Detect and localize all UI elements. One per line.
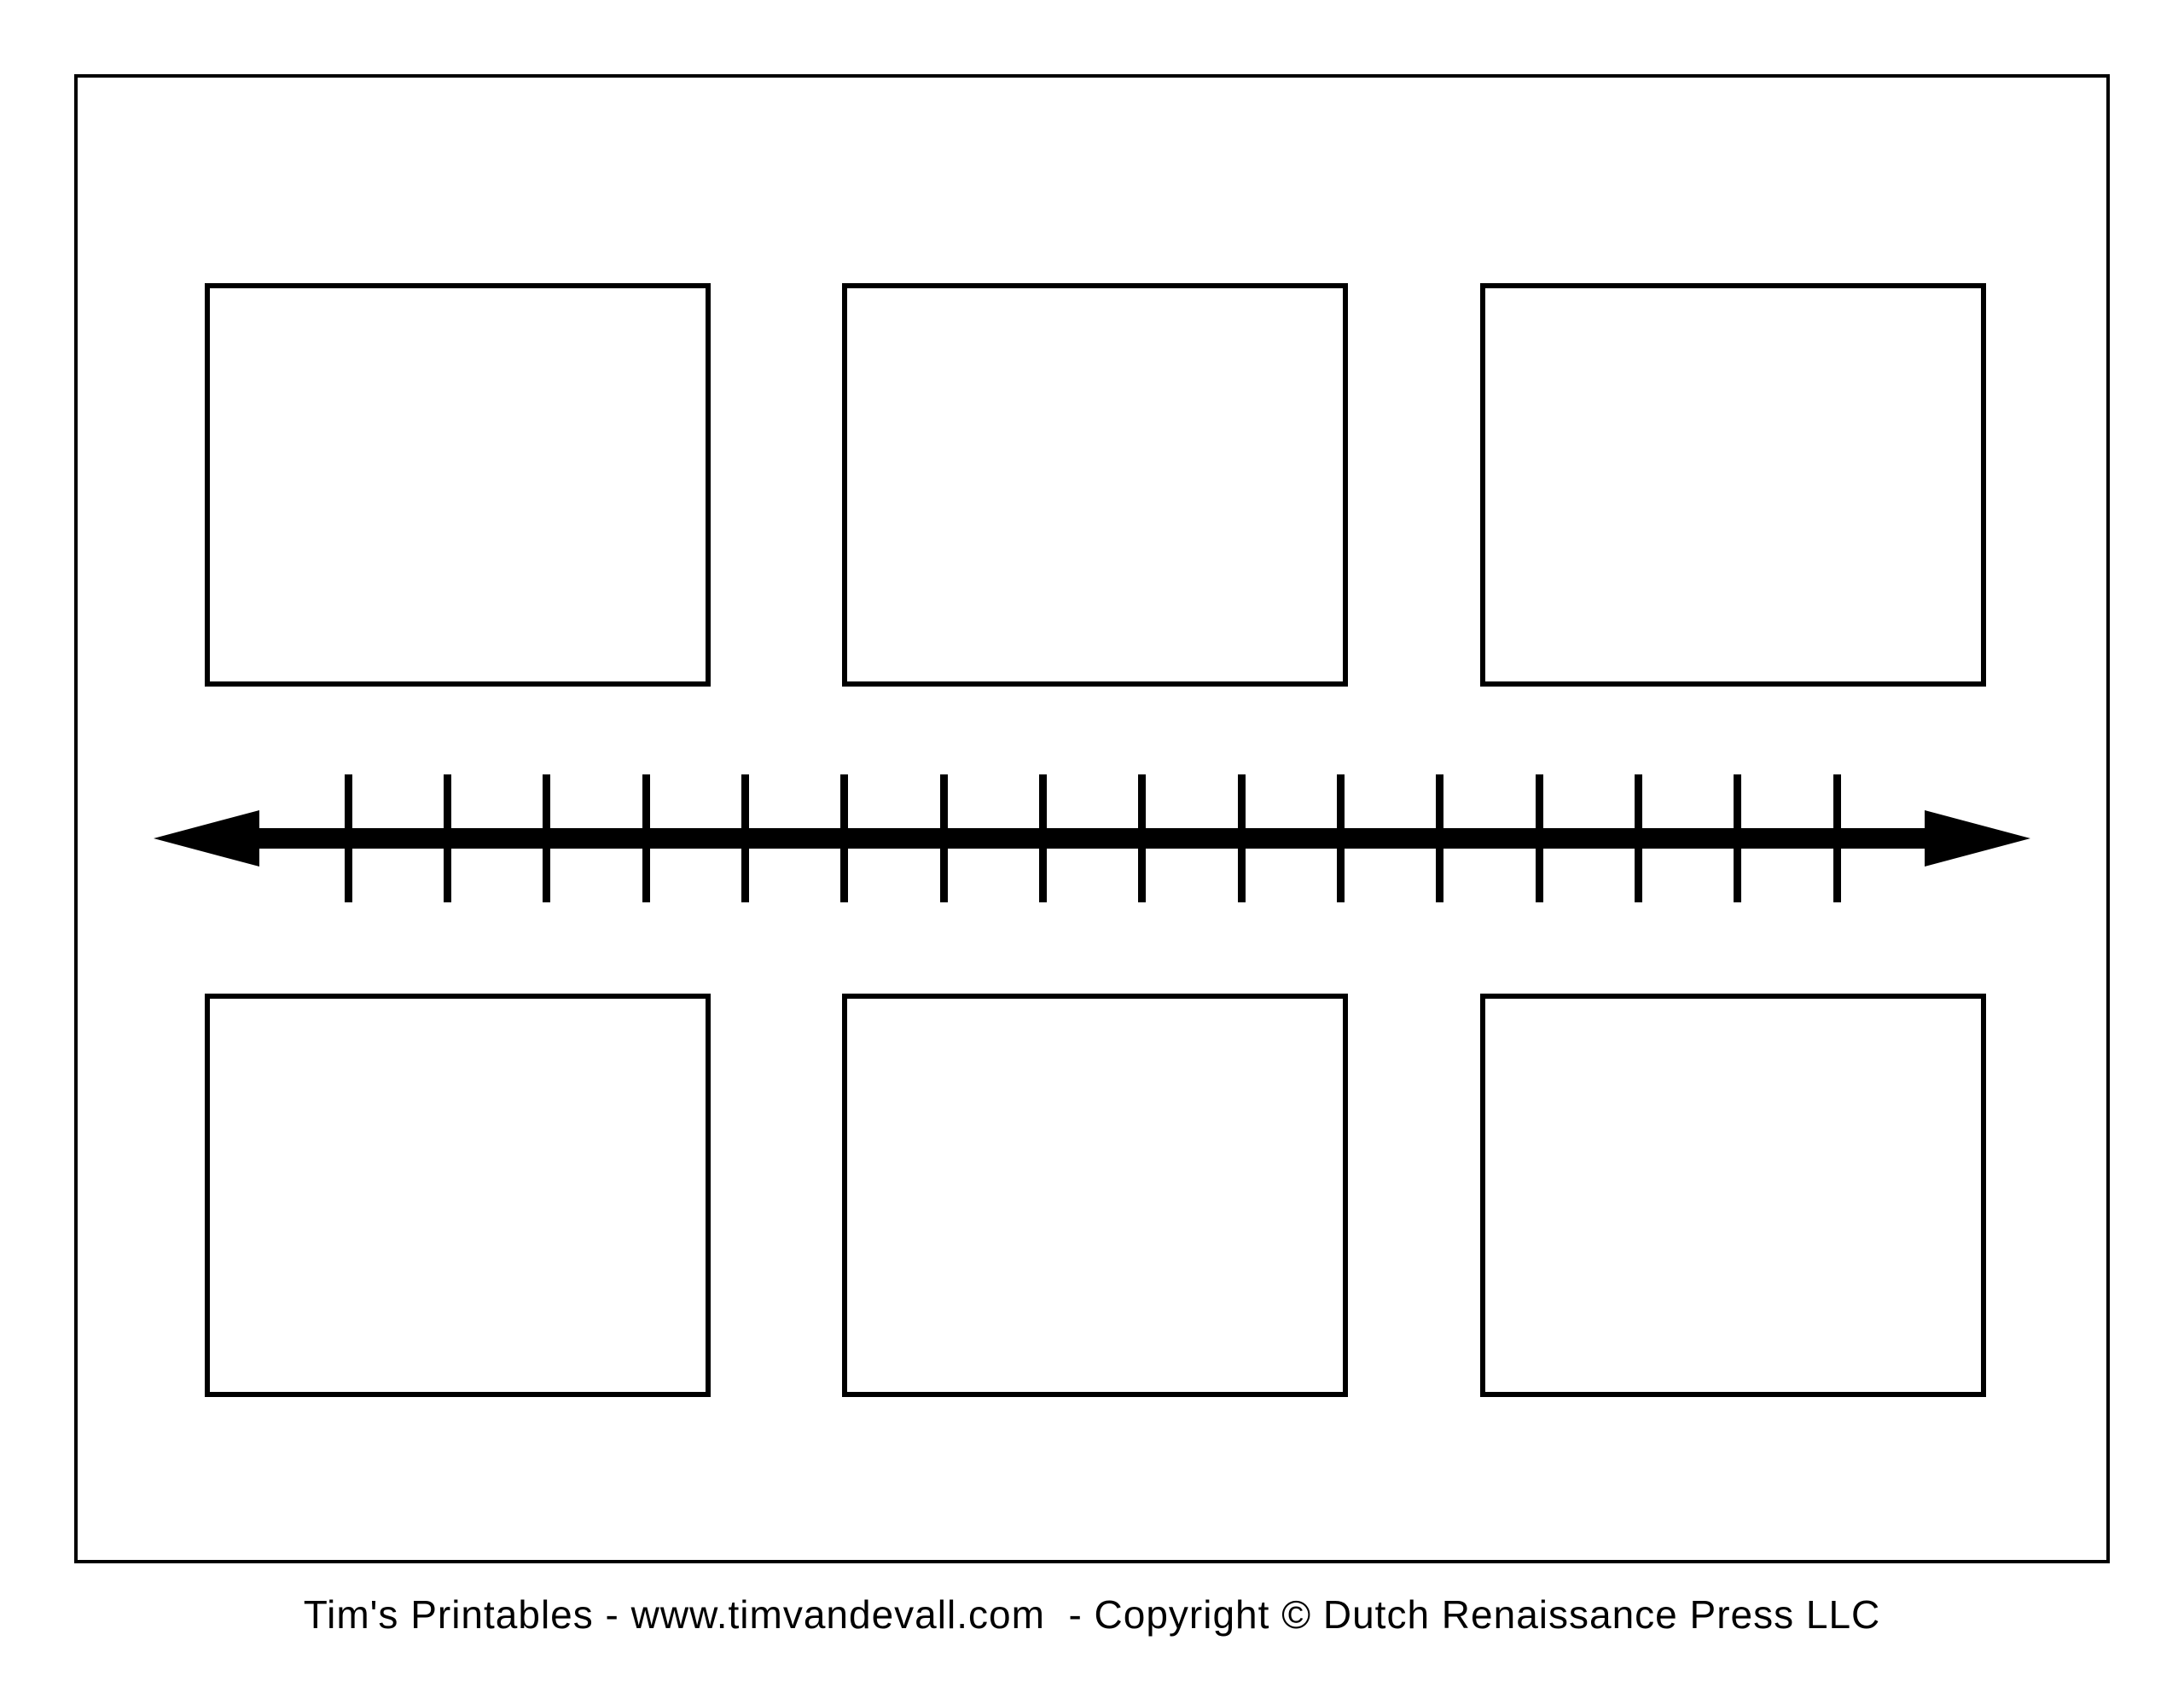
event-box-top-1: [205, 283, 711, 687]
footer-credit: Tim's Printables - www.timvandevall.com …: [303, 1592, 1881, 1637]
event-box-top-3: [1480, 283, 1986, 687]
event-box-bottom-3: [1480, 994, 1986, 1397]
event-box-bottom-2: [842, 994, 1348, 1397]
event-box-bottom-1: [205, 994, 711, 1397]
event-box-top-2: [842, 283, 1348, 687]
